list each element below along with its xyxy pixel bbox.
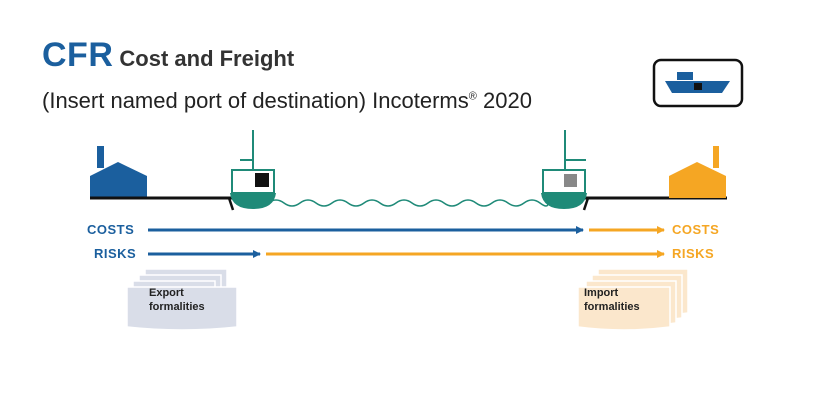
export-label-line1: Export xyxy=(149,287,184,299)
import-label-line1: Import xyxy=(584,287,619,299)
subtitle-text: (Insert named port of destination) Incot… xyxy=(42,88,469,113)
import-label-line2: formalities xyxy=(584,301,640,313)
registered-mark: ® xyxy=(468,90,477,103)
seller-risks-label: RISKS xyxy=(94,246,137,261)
origin-quay xyxy=(227,197,235,211)
destination-vessel-icon xyxy=(541,130,587,209)
buyer-costs-label: COSTS xyxy=(672,222,720,237)
sea-wave xyxy=(267,199,549,207)
incoterm-abbreviation: CFR xyxy=(42,36,114,74)
seller-factory-icon xyxy=(90,146,147,198)
buyer-risks-label: RISKS xyxy=(672,246,715,261)
subtitle-year: 2020 xyxy=(476,88,532,113)
import-documents-icon xyxy=(577,268,689,331)
export-formalities-label: Export formalities xyxy=(149,286,205,314)
destination-quay xyxy=(582,197,590,211)
export-documents-icon xyxy=(126,268,238,331)
incoterm-full-name: Cost and Freight xyxy=(119,46,295,71)
seller-costs-label: COSTS xyxy=(87,222,135,237)
sea-vessel-icon xyxy=(652,58,744,108)
diagram-subtitle: (Insert named port of destination) Incot… xyxy=(42,88,532,114)
buyer-factory-icon xyxy=(669,146,726,198)
import-formalities-label: Import formalities xyxy=(584,286,640,314)
origin-vessel-icon xyxy=(230,130,276,209)
export-label-line2: formalities xyxy=(149,301,205,313)
